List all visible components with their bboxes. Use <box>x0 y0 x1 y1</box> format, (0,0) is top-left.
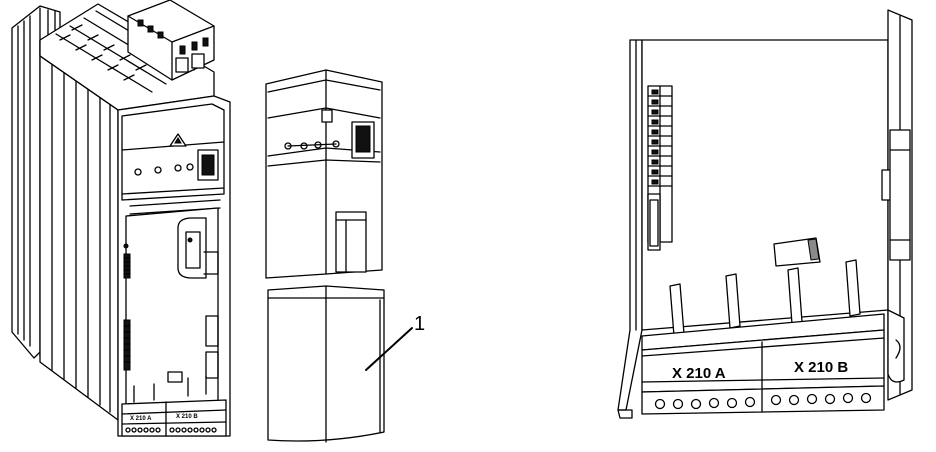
ribbon-connector <box>647 85 673 251</box>
spring-clips <box>669 259 861 337</box>
detail-connector-label-a: X 210 A <box>672 365 726 382</box>
callout-1: 1 <box>365 313 425 371</box>
detail-connector-label-b: X 210 B <box>794 359 848 376</box>
callout-number: 1 <box>414 313 425 335</box>
small-connector-label-a: X 210 A <box>130 416 152 422</box>
side-panel <box>39 39 119 421</box>
drive-unit: X 210 A X 210 B <box>11 0 231 437</box>
front-cover-upper <box>265 69 383 279</box>
front-cover-lower <box>267 285 385 443</box>
front-frame: X 210 A X 210 B <box>117 95 231 437</box>
top-terminal-block <box>127 0 215 81</box>
small-connector-label-b: X 210 B <box>176 414 198 420</box>
detail-view: X 210 A X 210 B <box>617 9 913 419</box>
terminal-strip: X 210 A X 210 B <box>641 313 885 415</box>
terminal-screws <box>654 392 872 410</box>
